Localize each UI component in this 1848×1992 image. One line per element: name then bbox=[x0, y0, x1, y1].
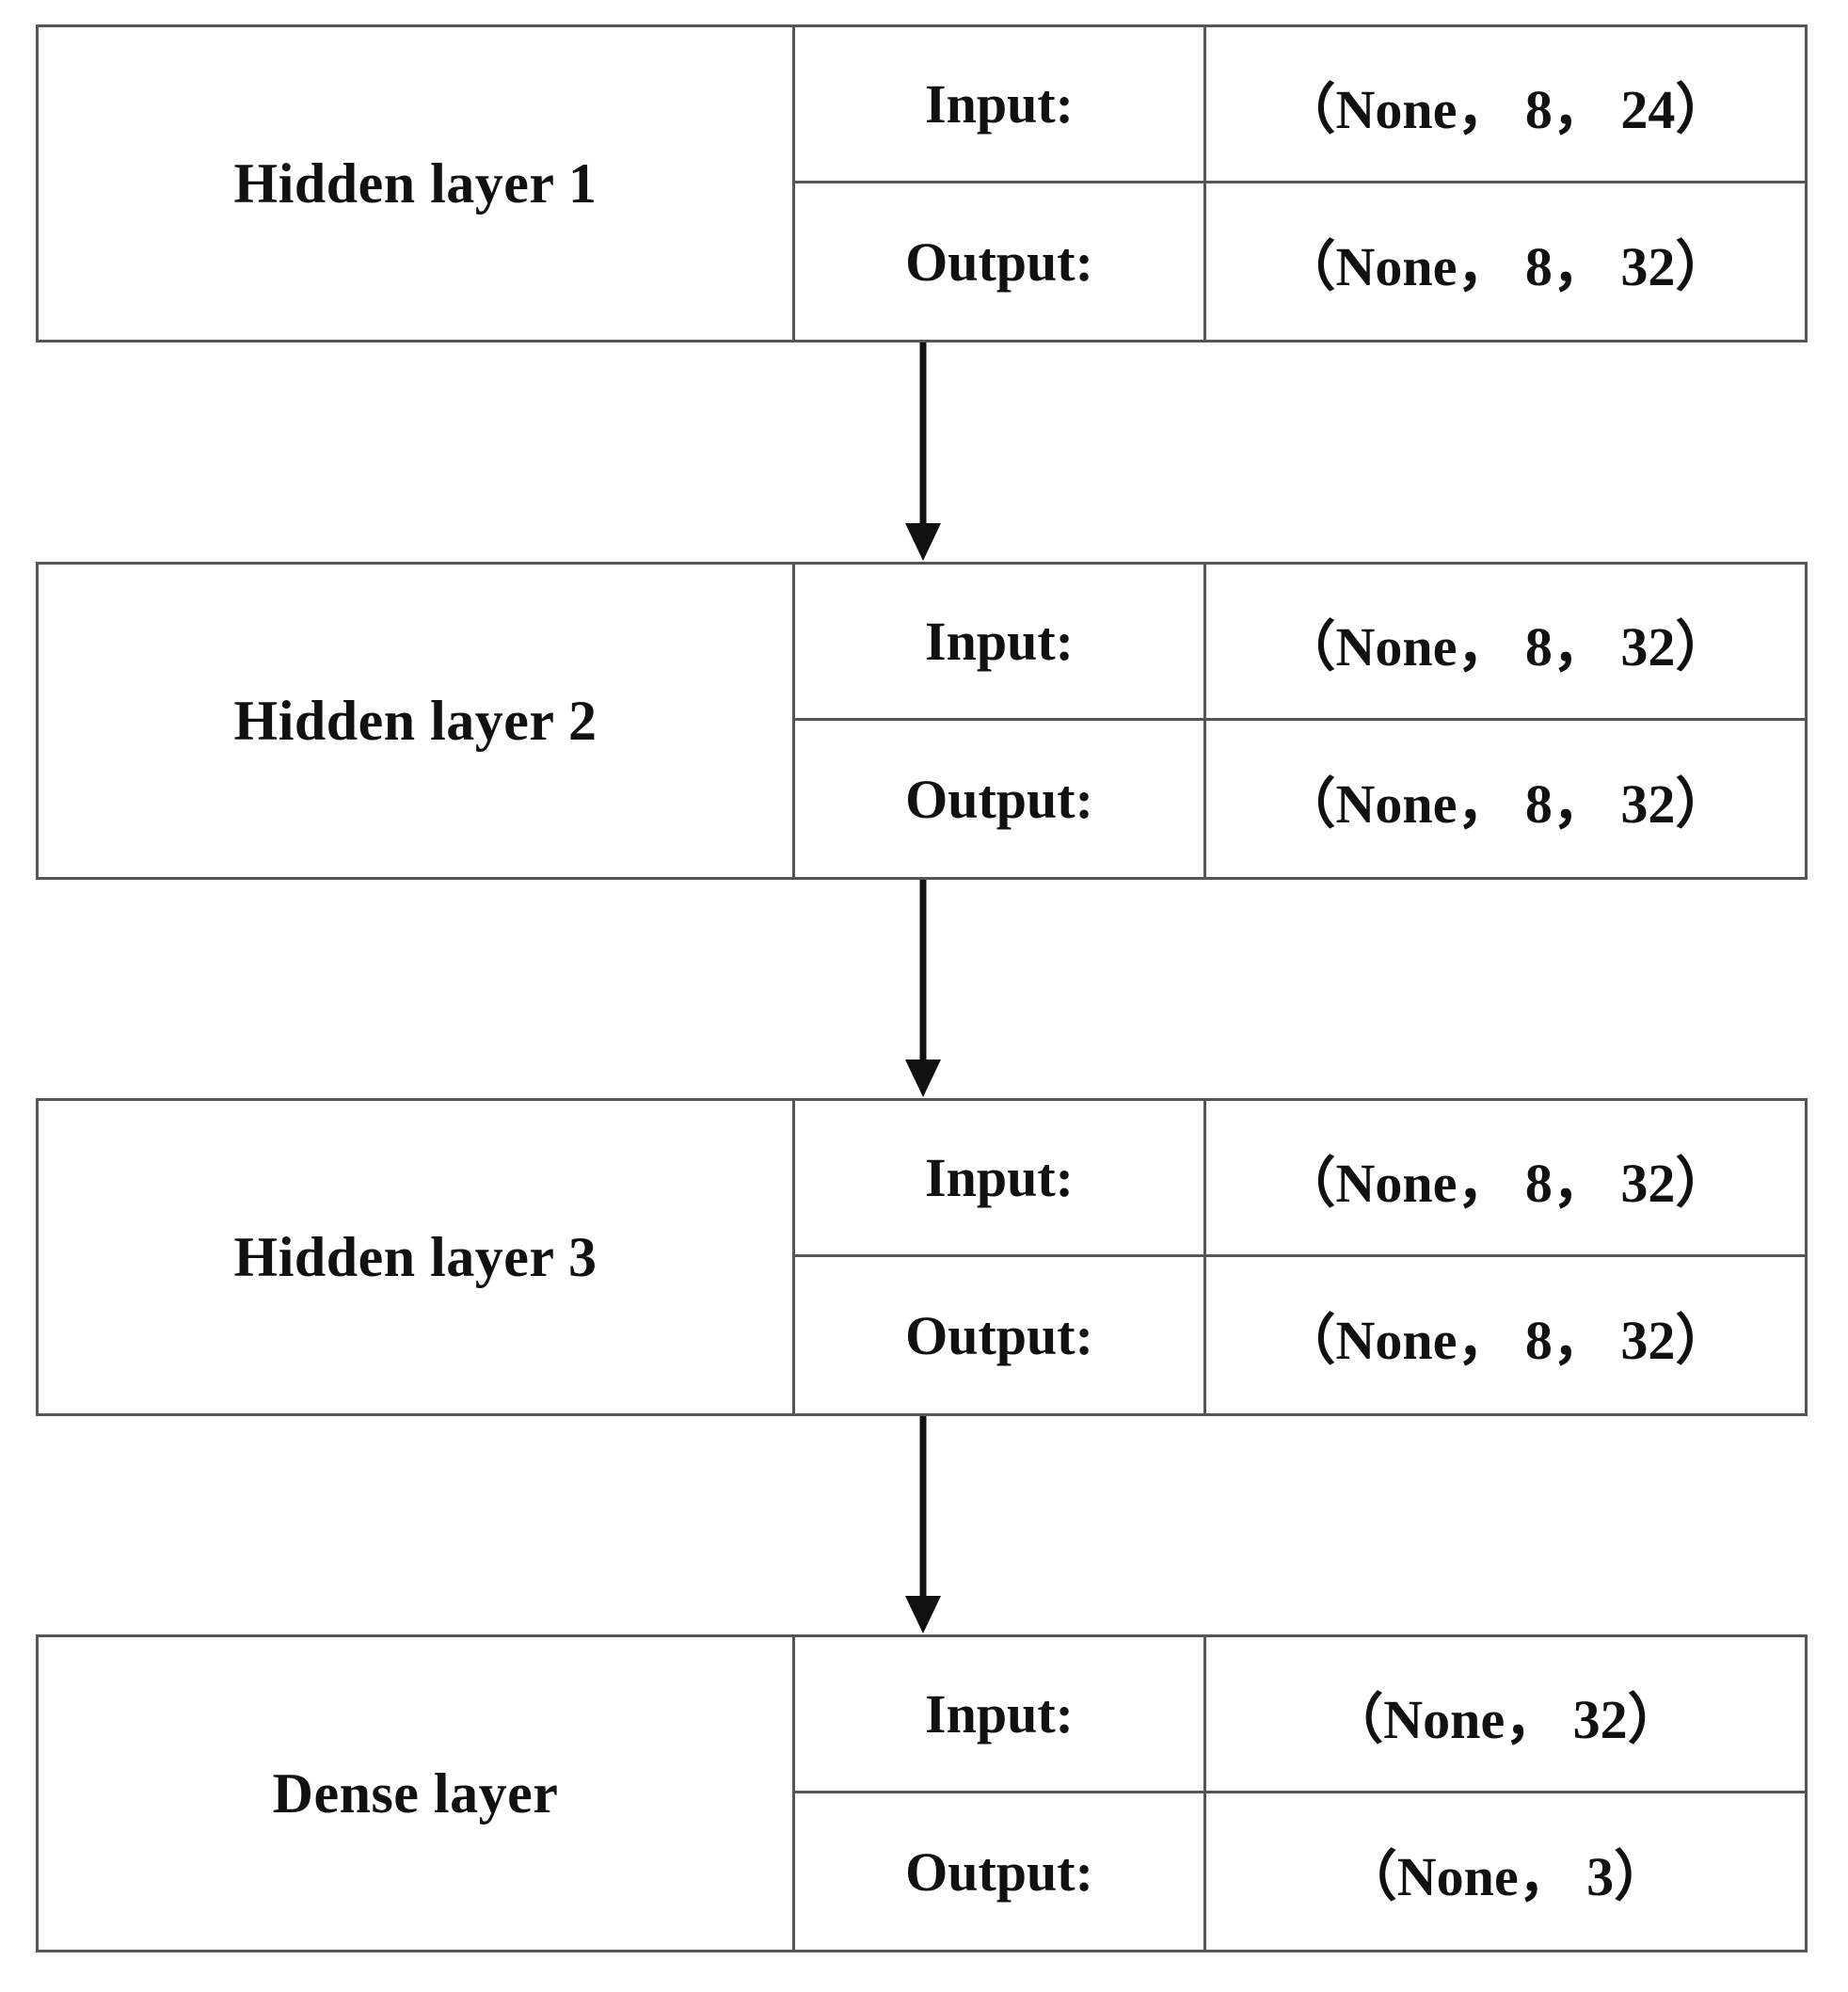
io-table: Input: （None， 8， 24） Output: （None， 8， 3… bbox=[792, 27, 1805, 340]
output-label: Output: bbox=[795, 721, 1206, 877]
layer-name: Hidden layer 1 bbox=[233, 151, 597, 215]
layer-block-hidden-3: Hidden layer 3 Input: （None， 8， 32） Outp… bbox=[36, 1098, 1808, 1416]
output-row: Output: （None， 8， 32） bbox=[795, 1257, 1805, 1413]
input-shape: （None， 32） bbox=[1329, 1688, 1682, 1750]
output-shape: （None， 8， 32） bbox=[1281, 773, 1730, 835]
io-table: Input: （None， 8， 32） Output: （None， 8， 3… bbox=[792, 565, 1805, 877]
layer-name: Hidden layer 2 bbox=[233, 689, 597, 752]
output-shape: （None， 8， 32） bbox=[1281, 236, 1730, 297]
input-label: Input: bbox=[795, 1637, 1206, 1791]
output-label: Output: bbox=[795, 1257, 1206, 1413]
input-shape: （None， 8， 24） bbox=[1281, 78, 1730, 140]
input-row: Input: （None， 32） bbox=[795, 1637, 1805, 1793]
input-row: Input: （None， 8， 32） bbox=[795, 1101, 1805, 1257]
output-label: Output: bbox=[795, 183, 1206, 340]
layer-name: Dense layer bbox=[272, 1761, 559, 1825]
input-row: Input: （None， 8， 24） bbox=[795, 27, 1805, 183]
arrow-2-to-3 bbox=[905, 880, 941, 1097]
output-label: Output: bbox=[795, 1793, 1206, 1950]
layer-block-dense: Dense layer Input: （None， 32） Output: （N… bbox=[36, 1634, 1808, 1952]
layer-name: Hidden layer 3 bbox=[233, 1225, 597, 1288]
input-label: Input: bbox=[795, 1101, 1206, 1254]
output-shape: （None， 8， 32） bbox=[1281, 1310, 1730, 1371]
layer-block-hidden-1: Hidden layer 1 Input: （None， 8， 24） Outp… bbox=[36, 24, 1808, 343]
output-row: Output: （None， 8， 32） bbox=[795, 183, 1805, 340]
input-label: Input: bbox=[795, 27, 1206, 181]
input-shape: （None， 8， 32） bbox=[1281, 1152, 1730, 1214]
output-row: Output: （None， 8， 32） bbox=[795, 721, 1805, 877]
arrow-3-to-dense bbox=[905, 1416, 941, 1633]
input-shape: （None， 8， 32） bbox=[1281, 615, 1730, 677]
arrow-1-to-2 bbox=[905, 343, 941, 561]
input-label: Input: bbox=[795, 565, 1206, 718]
io-table: Input: （None， 32） Output: （None， 3） bbox=[792, 1637, 1805, 1950]
output-row: Output: （None， 3） bbox=[795, 1793, 1805, 1950]
input-row: Input: （None， 8， 32） bbox=[795, 565, 1805, 721]
io-table: Input: （None， 8， 32） Output: （None， 8， 3… bbox=[792, 1101, 1805, 1413]
layer-block-hidden-2: Hidden layer 2 Input: （None， 8， 32） Outp… bbox=[36, 562, 1808, 880]
output-shape: （None， 3） bbox=[1342, 1846, 1669, 1907]
